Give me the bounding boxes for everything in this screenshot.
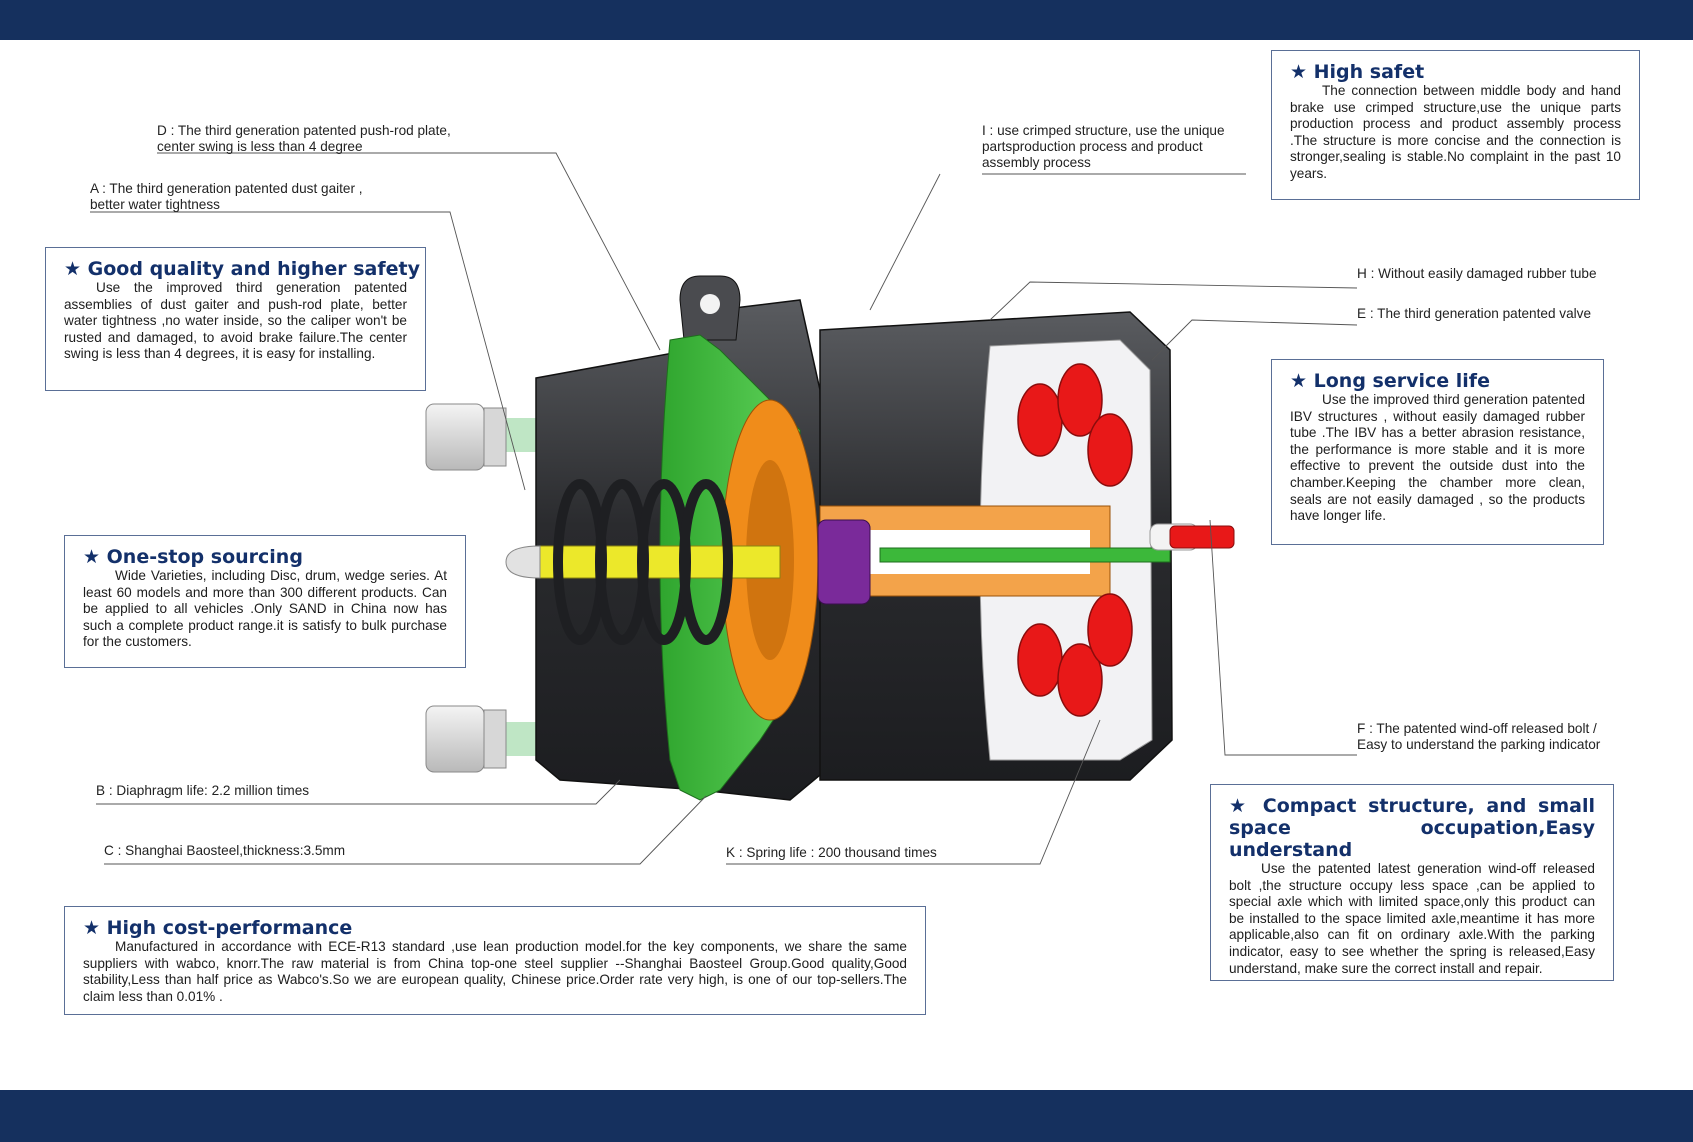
bottom-band xyxy=(0,1090,1693,1142)
top-band xyxy=(0,0,1693,40)
label-b: B : Diaphragm life: 2.2 million times xyxy=(96,783,310,798)
label-c: C : Shanghai Baosteel,thickness:3.5mm xyxy=(104,843,346,858)
box-body: Use the patented latest generation wind-… xyxy=(1229,861,1595,976)
box-body: Wide Varieties, including Disc, drum, we… xyxy=(83,568,447,650)
box-body: Manufactured in accordance with ECE-R13 … xyxy=(83,939,907,1004)
box-cost: ★ High cost-performance Manufactured in … xyxy=(64,906,926,1015)
label-k: K : Spring life : 200 thousand times xyxy=(726,845,937,860)
mounting-studs xyxy=(425,403,548,773)
box-body: Use the improved third generation patent… xyxy=(64,280,407,362)
box-body: The connection between middle body and h… xyxy=(1290,83,1621,181)
box-title: ★ High safet xyxy=(1290,61,1425,83)
box-title: ★ High cost-performance xyxy=(83,917,353,939)
leader-lines xyxy=(90,152,1358,865)
box-one-stop: ★ One-stop sourcing Wide Varieties, incl… xyxy=(64,535,466,668)
box-body: Use the improved third generation patent… xyxy=(1290,392,1585,524)
box-compact: ★ Compact structure, and small space occ… xyxy=(1210,784,1614,981)
label-a: A : The third generation patented dust g… xyxy=(90,181,363,212)
label-f: F : The patented wind-off released bolt … xyxy=(1357,721,1601,752)
box-title: ★ Compact structure, and small space occ… xyxy=(1229,795,1595,861)
label-i: I : use crimped structure, use the uniqu… xyxy=(982,123,1225,170)
label-h: H : Without easily damaged rubber tube xyxy=(1357,266,1597,281)
box-high-safe: ★ High safet The connection between midd… xyxy=(1271,50,1640,200)
label-e: E : The third generation patented valve xyxy=(1357,306,1592,321)
box-title: ★ Good quality and higher safety xyxy=(64,258,420,280)
label-d: D : The third generation patented push-r… xyxy=(157,123,451,154)
box-long-life: ★ Long service life Use the improved thi… xyxy=(1271,359,1604,545)
box-good-quality: ★ Good quality and higher safety Use the… xyxy=(45,247,426,391)
box-title: ★ Long service life xyxy=(1290,370,1490,392)
box-title: ★ One-stop sourcing xyxy=(83,546,303,568)
